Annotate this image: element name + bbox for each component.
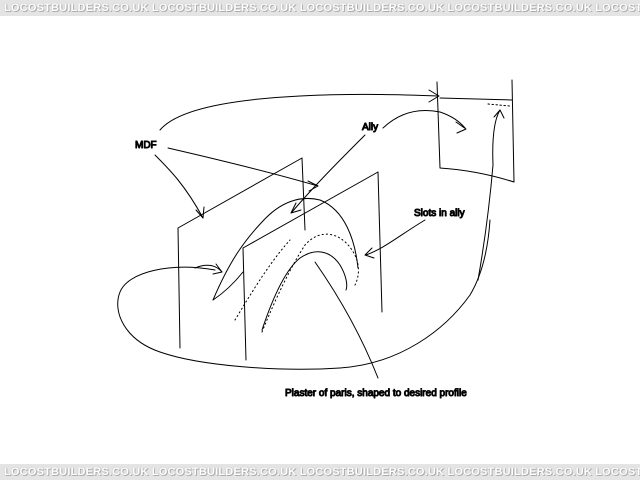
watermark-text-bottom: LOCOSTBUILDERS.CO.UK LOCOSTBUILDERS.CO.U… <box>4 466 640 478</box>
detail-box <box>436 79 515 183</box>
detail-box-inner-arrowhead <box>493 109 505 119</box>
detail-box-dotted <box>487 103 511 107</box>
ally-sheet <box>212 197 359 301</box>
label-slots-in-ally: Slots in ally <box>414 208 465 219</box>
ally-leader-1 <box>291 134 366 213</box>
label-mdf: MDF <box>135 140 157 151</box>
ally-leader-1-arrowhead <box>290 202 302 214</box>
ally-leader-2-arrowhead <box>455 121 467 134</box>
slots-leader-arrowhead <box>364 247 375 259</box>
mdf-leader-2 <box>167 147 319 187</box>
mdf-board-right <box>242 171 383 361</box>
ally-left-flange-arrowhead <box>212 263 223 275</box>
watermark-strip-bottom: LOCOSTBUILDERS.CO.UK LOCOSTBUILDERS.CO.U… <box>0 464 640 480</box>
top-curve <box>159 93 439 131</box>
top-curve-arrowhead <box>428 89 440 103</box>
ally-leader-2 <box>382 110 466 129</box>
plaster-dotted-2 <box>234 239 291 321</box>
label-ally: Ally <box>362 122 378 133</box>
detail-box-inner-curve <box>492 109 501 166</box>
plaster-leader <box>314 261 379 379</box>
slots-leader <box>365 219 426 256</box>
mdf-leader-1 <box>154 154 204 219</box>
right-side-line <box>477 164 494 281</box>
label-plaster-of-paris: Plaster of paris, shaped to desired prof… <box>285 388 467 399</box>
plaster-dotted <box>261 233 359 333</box>
watermark-text-top: LOCOSTBUILDERS.CO.UK LOCOSTBUILDERS.CO.U… <box>4 2 640 14</box>
mdf-board-left <box>177 157 306 349</box>
base-outline <box>117 219 491 370</box>
ally-sheet-lower <box>261 251 348 331</box>
ally-sheet-edge <box>212 271 244 301</box>
watermark-strip-top: LOCOSTBUILDERS.CO.UK LOCOSTBUILDERS.CO.U… <box>0 0 640 16</box>
mdf-leader-1-arrowhead <box>195 206 205 219</box>
